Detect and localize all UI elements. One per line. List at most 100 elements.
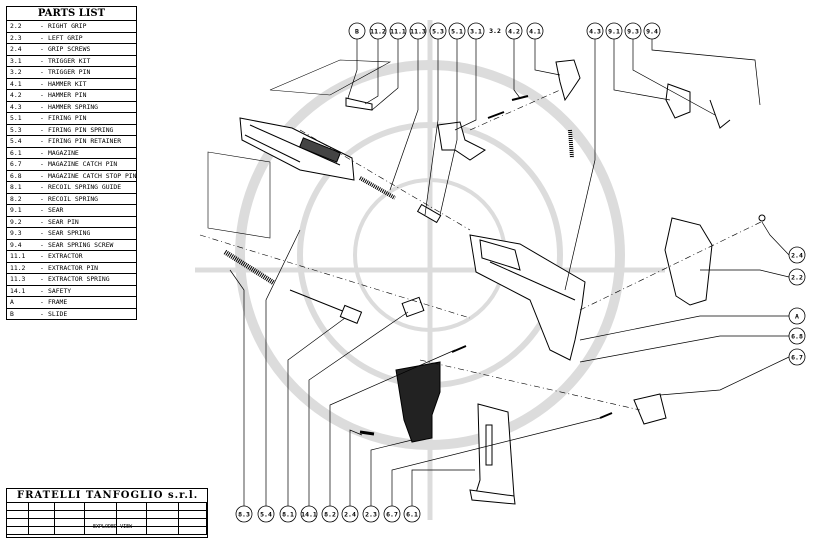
callout-circle (403, 505, 421, 523)
part-description: SEAR SPRING (48, 229, 91, 237)
part-description: FRAME (48, 298, 68, 306)
callout-5.3: 5.3 (429, 22, 447, 40)
callout-circle (788, 268, 806, 286)
callout-label: 14.1 (301, 510, 317, 518)
part-description: MAGAZINE CATCH PIN (48, 160, 118, 168)
part-description: FIRING PIN (48, 114, 87, 122)
part-description: EXTRACTOR SPRING (48, 275, 110, 283)
callout-14.1: 14.1 (300, 505, 318, 523)
part-code: 11.1 (10, 252, 26, 260)
part-code: 2.3 (10, 33, 22, 42)
leader-line (659, 356, 790, 396)
callout-8.3: 8.3 (235, 505, 253, 523)
callout-label: 9.4 (646, 27, 658, 35)
callout-label: 2.3 (365, 510, 377, 518)
leader-line (371, 39, 399, 111)
parts-list-row: 2.4-GRIP SCREWS (7, 44, 136, 56)
leader-line (564, 39, 596, 291)
part-description: SEAR PIN (48, 217, 79, 226)
right-grip-part (664, 217, 713, 306)
screw-part (359, 430, 375, 436)
callout-circle (505, 22, 523, 40)
parts-list-row: 11.1-EXTRACTOR (7, 251, 136, 263)
callout-label: 11.3 (410, 27, 426, 35)
callout-8.2: 8.2 (321, 505, 339, 523)
parts-list-row: 9.1-SEAR (7, 205, 136, 217)
parts-list-row: 5.3-FIRING PIN SPRING (7, 125, 136, 136)
part-description: SAFETY (48, 286, 72, 295)
callout-label: 4.2 (508, 27, 520, 35)
callout-circle (788, 348, 806, 366)
parts-list-row: 3.1-TRIGGER KIT (7, 56, 136, 67)
callout-label: 6.1 (406, 510, 418, 518)
title-block: FRATELLI TANFOGLIO s.r.l. EXPLODED VIEW (6, 488, 208, 538)
callout-5.1: 5.1 (448, 22, 466, 40)
callout-circle (429, 22, 447, 40)
leader-line (329, 349, 456, 506)
callout-label: 2.2 (791, 273, 803, 281)
callout-label: 4.3 (589, 27, 601, 35)
watermark-crosshair (195, 20, 665, 520)
part-code: 4.2 (10, 91, 22, 99)
part-description: MAGAZINE (48, 148, 79, 157)
hammer-part (555, 59, 581, 102)
callout-label: 8.2 (324, 510, 336, 518)
callout-A: A (788, 307, 806, 325)
callout-11.1: 11.1 (389, 22, 407, 40)
slide-part (239, 117, 355, 181)
callout-2.4: 2.4 (341, 505, 359, 523)
part-description: HAMMER PIN (48, 91, 87, 99)
callout-circle (643, 22, 661, 40)
parts-list-row: 2.3-LEFT GRIP (7, 33, 136, 44)
pin-part (599, 412, 613, 419)
callout-label: 3.1 (470, 27, 482, 35)
parts-list-row: 14.1-SAFETY (7, 286, 136, 297)
callout-label: 11.2 (370, 27, 386, 35)
part-description: SEAR SPRING SCREW (48, 240, 114, 249)
leader-line (613, 39, 671, 101)
part-code: 9.4 (10, 240, 22, 249)
parts-list-row: 4.2-HAMMER PIN (7, 90, 136, 102)
parts-list-row: 8.1-RECOIL SPRING GUIDE (7, 182, 136, 194)
leader-line (424, 39, 439, 216)
part-code: 11.3 (10, 275, 26, 283)
leader-line (579, 315, 789, 341)
callout-circle (467, 22, 485, 40)
callout-3.2-label: 3.2 (489, 27, 501, 35)
callout-label: 8.1 (282, 510, 294, 518)
callout-label: 6.8 (791, 332, 803, 340)
callout-circle (389, 22, 407, 40)
parts-list-row: 4.1-HAMMER KIT (7, 79, 136, 90)
leader-line (370, 439, 413, 506)
parts-list-row: 4.3-HAMMER SPRING (7, 102, 136, 113)
part-code: B (10, 309, 14, 318)
callout-9.4: 9.4 (643, 22, 661, 40)
left-grip-part (395, 361, 441, 443)
parts-list-row: 11.3-EXTRACTOR SPRING (7, 274, 136, 286)
callout-2.4: 2.4 (788, 246, 806, 264)
part-code: 6.1 (10, 148, 22, 157)
part-description: LEFT GRIP (48, 33, 83, 42)
sear-part (665, 83, 691, 119)
leader-line (364, 39, 379, 105)
part-description: TRIGGER PIN (48, 68, 91, 76)
part-description: EXTRACTOR (48, 252, 83, 260)
callout-circle (526, 22, 544, 40)
part-description: SLIDE (48, 309, 68, 318)
recoil-guide-part (289, 289, 363, 324)
callout-B: B (348, 22, 366, 40)
parts-list-row: 6.1-MAGAZINE (7, 148, 136, 159)
part-code: 2.4 (10, 45, 22, 53)
part-code: 9.1 (10, 206, 22, 214)
callout-label: B (355, 27, 359, 35)
leader-line (632, 39, 716, 116)
parts-list-row: 5.4-FIRING PIN RETAINER (7, 136, 136, 148)
callout-3.1: 3.1 (467, 22, 485, 40)
part-description: SEAR (48, 206, 64, 214)
callout-label: 5.3 (432, 27, 444, 35)
callout-label: 8.3 (238, 510, 250, 518)
screw-part (758, 214, 766, 222)
callout-circle (279, 505, 297, 523)
